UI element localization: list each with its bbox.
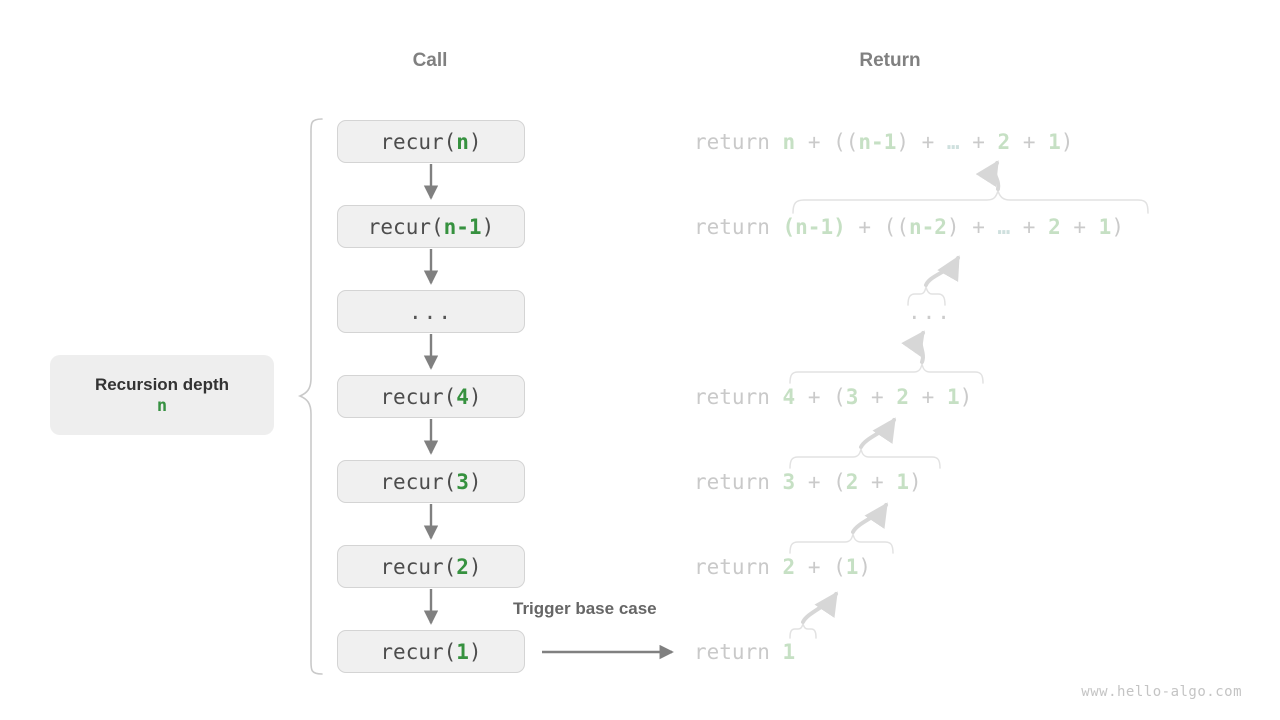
brace-return-3 [789,448,941,469]
call-box-text: recur(n) [380,129,482,154]
return-line-3: return 3 + (2 + 1) [694,470,922,494]
call-box-text: ... [409,299,453,324]
column-heading-return: Return [859,50,921,71]
call-box-text: recur(2) [380,554,482,579]
brace-return-4 [789,363,984,384]
return-arrow-to-n [975,160,1001,191]
column-heading-call: Call [412,50,448,71]
recursion-depth-brace [297,118,323,675]
recursion-depth-value: n [156,395,168,416]
return-line-4: return 4 + (3 + 2 + 1) [694,385,973,409]
brace-return-n-1 [792,188,1149,214]
trigger-base-case-label: Trigger base case [513,599,657,618]
call-box-ellipsis: ... [337,290,525,333]
call-box-recur-3: recur(3) [337,460,525,503]
call-box-text: recur(1) [380,639,482,664]
return-arrow-to-ellipsis [901,330,925,364]
return-line-1: return 1 [694,640,796,664]
call-box-recur-1: recur(1) [337,630,525,673]
call-box-recur-n: recur(n) [337,120,525,163]
return-line-2: return 2 + (1) [694,555,872,579]
call-box-recur-2: recur(2) [337,545,525,588]
return-line-n-1: return (n-1) + ((n-2) + … + 2 + 1) [694,215,1124,239]
call-box-text: recur(4) [380,384,482,409]
return-arrow-to-2 [801,591,838,624]
watermark: www.hello-algo.com [1081,684,1242,700]
call-box-recur-4: recur(4) [337,375,525,418]
recursion-depth-title: Recursion depth [94,374,230,394]
call-box-text: recur(3) [380,469,482,494]
brace-return-2 [789,533,894,554]
return-line-ellipsis: ... [908,300,952,324]
return-arrow-to-n-1 [924,255,960,287]
return-line-n: return n + ((n-1) + … + 2 + 1) [694,130,1074,154]
recursion-depth-label: Recursion depth n [50,355,274,435]
return-arrow-to-3 [851,502,888,534]
return-arrow-to-4 [859,417,896,449]
call-box-recur-n-1: recur(n-1) [337,205,525,248]
call-box-text: recur(n-1) [367,214,495,239]
brace-return-1 [789,621,817,639]
